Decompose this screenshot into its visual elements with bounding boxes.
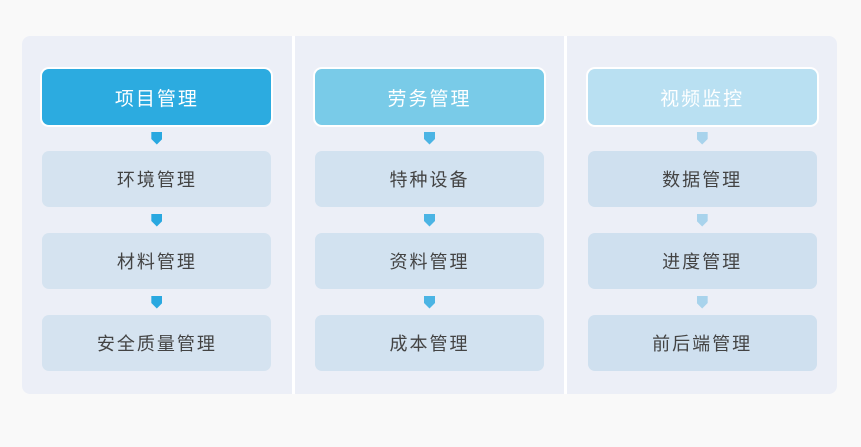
flow-item-2-1[interactable]: 特种设备 — [315, 151, 544, 207]
arrow-down-icon — [151, 131, 163, 145]
connector-1-1 — [151, 125, 163, 151]
connector-1-2 — [151, 207, 163, 233]
connector-1-3 — [151, 289, 163, 315]
flow-item-1-2[interactable]: 材料管理 — [42, 233, 272, 289]
module-flow-panel: 项目管理 环境管理 材料管理 安全质量管理 劳务管理 — [22, 36, 837, 394]
connector-3-3 — [696, 289, 708, 315]
flow-item-1-3[interactable]: 安全质量管理 — [42, 315, 272, 371]
arrow-down-icon — [151, 213, 163, 227]
arrow-down-icon — [696, 295, 708, 309]
column-inner: 劳务管理 特种设备 资料管理 成本管理 — [315, 69, 544, 371]
connector-2-3 — [424, 289, 435, 315]
arrow-down-icon — [696, 131, 708, 145]
flow-item-2-2[interactable]: 资料管理 — [315, 233, 544, 289]
column-inner: 视频监控 数据管理 进度管理 前后端管理 — [587, 69, 817, 371]
connector-2-1 — [424, 125, 435, 151]
column-header-card-2[interactable]: 劳务管理 — [315, 69, 544, 125]
column-video-surveillance: 视频监控 数据管理 进度管理 前后端管理 — [567, 36, 837, 394]
arrow-down-icon — [424, 295, 435, 309]
column-header-card-1[interactable]: 项目管理 — [42, 69, 272, 125]
connector-2-2 — [424, 207, 435, 233]
flow-item-3-3[interactable]: 前后端管理 — [587, 315, 817, 371]
flow-item-3-1[interactable]: 数据管理 — [587, 151, 817, 207]
column-inner: 项目管理 环境管理 材料管理 安全质量管理 — [42, 69, 272, 371]
arrow-down-icon — [424, 213, 435, 227]
connector-3-2 — [696, 207, 708, 233]
connector-3-1 — [696, 125, 708, 151]
flow-item-2-3[interactable]: 成本管理 — [315, 315, 544, 371]
column-header-card-3[interactable]: 视频监控 — [587, 69, 817, 125]
column-labor-management: 劳务管理 特种设备 资料管理 成本管理 — [294, 36, 565, 394]
flow-item-1-1[interactable]: 环境管理 — [42, 151, 272, 207]
arrow-down-icon — [424, 131, 435, 145]
flow-item-3-2[interactable]: 进度管理 — [587, 233, 817, 289]
arrow-down-icon — [696, 213, 708, 227]
column-project-management: 项目管理 环境管理 材料管理 安全质量管理 — [22, 36, 292, 394]
arrow-down-icon — [151, 295, 163, 309]
